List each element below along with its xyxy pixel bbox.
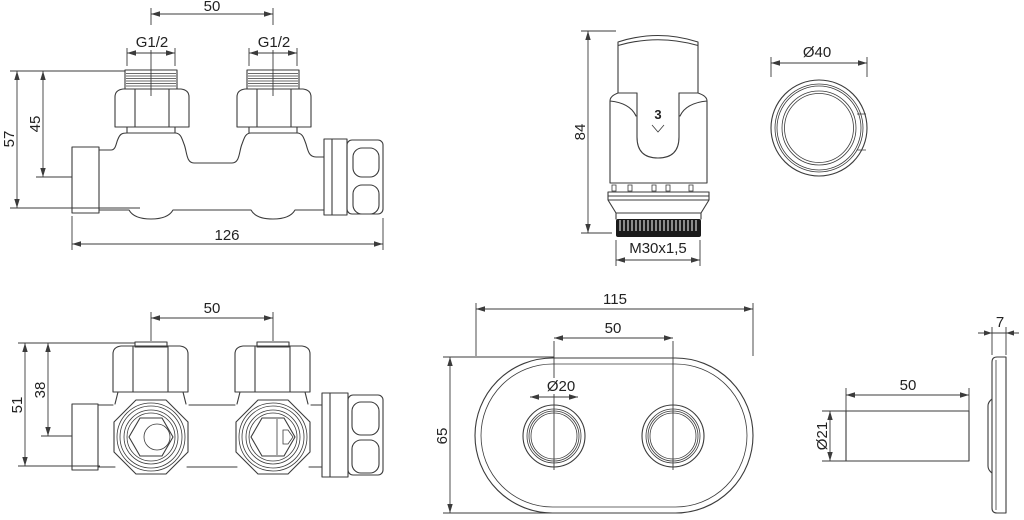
rosette-side-pad bbox=[987, 398, 993, 474]
dimensions-valve-side: 50 G1/2 G1/2 57 45 126 bbox=[1, 0, 384, 250]
dim-label-rosette-thickness: 7 bbox=[996, 314, 1004, 331]
arrow-left bbox=[984, 330, 992, 336]
view-head-top: Ø40 bbox=[770, 44, 868, 177]
view-rosette-front: 115 50 Ø20 65 bbox=[434, 291, 754, 514]
dimensions-sleeve: 50 Ø21 bbox=[814, 377, 969, 461]
view-sleeve-and-rosette-side: 50 Ø21 7 bbox=[814, 314, 1019, 514]
dim-label-head-diameter: Ø40 bbox=[803, 44, 831, 61]
dim-label-rosette-centers: 50 bbox=[605, 320, 622, 337]
view-valve-body-bottom: 50 51 38 bbox=[9, 300, 384, 478]
dim-label-axis-height-bottom: 38 bbox=[32, 382, 49, 399]
dim-label-axis-height: 45 bbox=[27, 116, 44, 133]
arrow-right bbox=[1006, 330, 1014, 336]
stub-nut-right bbox=[234, 345, 311, 405]
dim-label-rosette-height: 65 bbox=[434, 428, 451, 445]
dim-label-head-thread: M30x1,5 bbox=[629, 240, 687, 257]
tail-collar-bottom bbox=[321, 392, 349, 478]
dim-label-center-distance: 50 bbox=[204, 0, 221, 15]
stub-cap-left bbox=[134, 341, 168, 348]
sleeve-outline bbox=[845, 410, 970, 462]
inlet-flange-bottom bbox=[71, 403, 99, 471]
tail-union-nut bbox=[346, 139, 384, 215]
dim-label-sleeve-length: 50 bbox=[900, 377, 917, 394]
hex-socket-right bbox=[250, 417, 296, 457]
clip-notch bbox=[857, 113, 866, 151]
dim-label-total-height: 57 bbox=[1, 131, 18, 148]
view-thermostatic-head: 3 84 M30x1,5 bbox=[572, 30, 710, 266]
dimensions-rosette-side: 7 bbox=[978, 314, 1019, 355]
valve-body-outline bbox=[98, 132, 325, 220]
setting-pointer-icon bbox=[651, 124, 665, 133]
hex-socket-left bbox=[128, 417, 174, 457]
dimensions-head: 84 M30x1,5 bbox=[572, 30, 701, 266]
head-setting-number: 3 bbox=[654, 107, 661, 122]
tail-collar bbox=[323, 138, 348, 216]
head-top-rings bbox=[770, 79, 868, 177]
dim-label-thread-left: G1/2 bbox=[136, 34, 169, 51]
dim-label-total-length: 126 bbox=[214, 227, 239, 244]
head-base-rings bbox=[607, 184, 710, 220]
body-band bbox=[97, 404, 323, 468]
rosette-outer bbox=[474, 357, 754, 514]
dimensions-head-top: Ø40 bbox=[770, 44, 868, 77]
tail-union-nut-bottom bbox=[347, 394, 384, 476]
dimensions-rosette: 115 50 Ø20 65 bbox=[434, 291, 754, 514]
inlet-flange bbox=[71, 146, 100, 214]
dimensions-valve-bottom: 50 51 38 bbox=[9, 300, 274, 467]
stub-cap-right bbox=[256, 341, 290, 348]
outlet-fitting-right bbox=[235, 399, 311, 475]
stub-nut-left bbox=[112, 345, 189, 405]
view-valve-body-side: 50 G1/2 G1/2 57 45 126 bbox=[1, 0, 384, 250]
head-cap bbox=[617, 34, 699, 94]
dim-label-thread-right: G1/2 bbox=[258, 34, 291, 51]
outlet-fitting-left bbox=[113, 399, 189, 475]
dim-label-rosette-width: 115 bbox=[603, 291, 627, 308]
rosette-side-outline bbox=[987, 356, 1007, 514]
union-nut-right bbox=[236, 88, 312, 134]
rosette-inner bbox=[480, 363, 748, 508]
union-nut-left bbox=[114, 88, 190, 134]
head-collar bbox=[609, 92, 708, 184]
dim-label-sleeve-diameter: Ø21 bbox=[814, 422, 831, 450]
ball-port-left bbox=[143, 423, 171, 451]
dim-label-hole-diameter: Ø20 bbox=[547, 378, 575, 395]
dim-label-total-height-bottom: 51 bbox=[9, 397, 26, 414]
dim-label-head-height: 84 bbox=[572, 124, 589, 141]
preset-screw-slot bbox=[276, 419, 294, 455]
dim-label-center-distance-bottom: 50 bbox=[204, 300, 221, 317]
knurled-ring bbox=[616, 219, 701, 237]
